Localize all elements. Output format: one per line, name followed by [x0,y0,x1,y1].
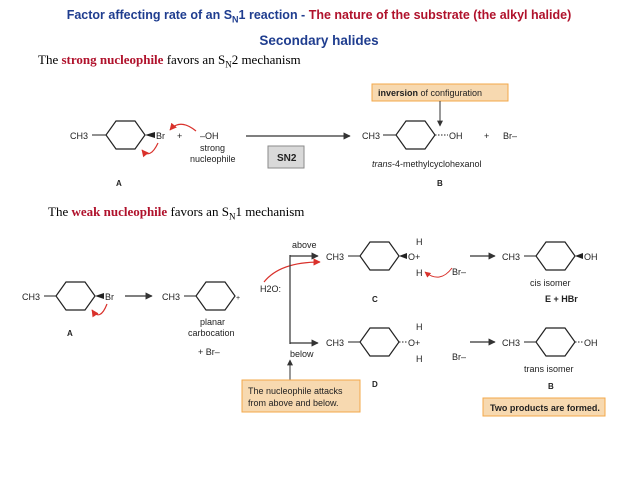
product-name: trans-4-methylcyclohexanol [372,159,482,169]
label-B-sn2: B [437,179,443,188]
below-label: below [290,349,314,359]
weak-nucleophile-statement: The weak nucleophile favors an SN1 mecha… [48,204,305,222]
label-D: D [372,380,378,389]
strong-label: strong [200,143,225,153]
cyclohexane-ring [195,281,236,311]
label-B-sn1: B [548,382,554,391]
bromide-label: Br– [452,267,466,277]
trans-isomer-label: trans isomer [524,364,574,374]
above-label: above [292,240,317,250]
br-label: Br [105,292,114,302]
inversion-label: inversion of configuration [378,88,482,98]
cyclohexane-ring [535,241,576,271]
intermediate-C: CH3 O+ H H Br– [326,237,466,278]
cis-isomer-label: cis isomer [530,278,571,288]
two-products-label: Two products are formed. [490,403,600,413]
title-red-part: The nature of the substrate (the alkyl h… [308,8,572,22]
wedge-bond [145,132,155,138]
h-label: H [416,268,423,278]
plus-sign: + [177,131,182,141]
ch3-label: CH3 [362,131,380,141]
wedge-bond [399,253,407,259]
wedge-bond [575,253,583,259]
carbocation-label: carbocation [188,328,235,338]
ch3-label: CH3 [326,252,344,262]
title-blue-part: Factor affecting rate of an SN1 reaction… [66,8,306,25]
cyclohexane-ring [395,120,436,150]
cyclohexane-ring [55,281,96,311]
two-products-box [482,397,606,417]
oh-label: OH [584,338,598,348]
h-label: H [416,354,423,364]
carbocation: CH3 + [162,281,240,311]
cyclohexane-ring [105,120,146,150]
ch3-label: CH3 [162,292,180,302]
oxonium-label: O+ [408,252,420,262]
nucleophile-label: nucleophile [190,154,236,164]
plus-sign: + [484,131,489,141]
deprotonation-arrow-icon [424,267,453,278]
wedge-bond [95,293,104,299]
label-A-sn2: A [116,179,122,188]
note-line-1: The nucleophile attacks [248,386,343,396]
ch3-label: CH3 [502,252,520,262]
strong-nucleophile-statement: The strong nucleophile favors an SN2 mec… [38,52,301,70]
cyclohexane-ring [359,327,400,357]
water-label: H2O: [260,284,281,294]
sn2-reactant-A: CH3 Br [70,120,165,158]
hydroxide-label: –OH [200,131,219,141]
ch3-label: CH3 [326,338,344,348]
oh-label: OH [584,252,598,262]
label-C: C [372,295,378,304]
hbr-byproduct: E + HBr [545,294,578,304]
intermediate-D: CH3 O+ H H Br– [326,322,466,364]
ch3-label: CH3 [70,131,88,141]
ch3-label: CH3 [22,292,40,302]
ch3-label: CH3 [502,338,520,348]
sn2-badge-label: SN2 [277,153,297,164]
bromide-label: Br– [503,131,517,141]
cyclohexane-ring [535,327,576,357]
leaving-arrow-icon [91,303,108,318]
h-label: H [416,237,423,247]
slide-title: Factor affecting rate of an SN1 reaction… [0,8,638,25]
product-B-trans: CH3 OH [502,327,598,357]
h-label: H [416,322,423,332]
oxonium-label: O+ [408,338,420,348]
bromide-label: Br– [452,352,466,362]
slide-subtitle: Secondary halides [259,33,379,48]
product-E-cis: CH3 OH [502,241,598,271]
nucleophile-note-box [241,379,361,413]
water-attack-arrow-icon [263,258,321,283]
sn2-product-B: CH3 OH + Br– [362,120,517,150]
curved-arrow-icon [141,142,159,158]
planar-label: planar [200,317,225,327]
sn1-reactant-A: CH3 Br [22,281,114,318]
cyclohexane-ring [359,241,400,271]
note-line-2: from above and below. [248,398,339,408]
attack-arrow-icon [169,122,197,132]
bromide-byproduct: + Br– [198,347,220,357]
oh-label: OH [449,131,463,141]
svg-text:+: + [236,295,240,302]
label-A-sn1: A [67,329,73,338]
sn2-badge [267,145,305,169]
br-label: Br [156,131,165,141]
